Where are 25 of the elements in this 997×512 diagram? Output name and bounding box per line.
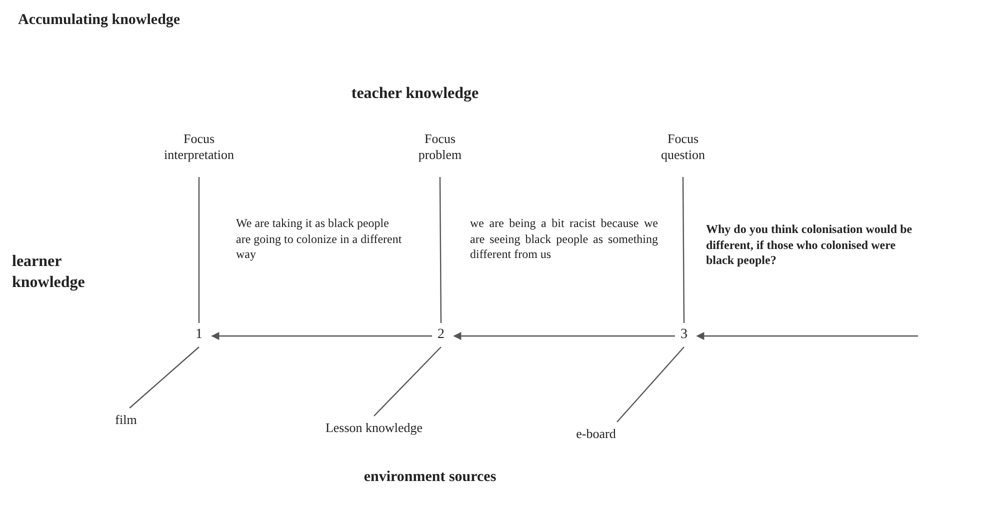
node-label: 1 <box>192 327 206 345</box>
connector-line <box>374 346 442 416</box>
quote-text: We are taking it as black people are going to colonize in a different way <box>236 216 403 263</box>
connector-line <box>439 177 442 323</box>
axis-heading: environment sources <box>362 468 498 487</box>
connector-line <box>682 177 685 323</box>
node-label: Lesson knowledge <box>306 420 442 438</box>
node-label: Focus problem <box>405 131 475 167</box>
node-label: e-board <box>566 426 626 444</box>
node-label: 3 <box>677 327 691 345</box>
arrow <box>211 332 432 340</box>
connector-line <box>129 346 200 408</box>
arrow <box>453 332 675 340</box>
diagram-title: Accumulating knowledge <box>18 12 180 29</box>
connector-line <box>198 177 200 323</box>
node-label: Focus question <box>648 131 718 167</box>
quote-text: we are being a bit racist because we are seeing black people as something different from us <box>470 216 658 263</box>
node-label: film <box>108 412 144 430</box>
node-label: Focus interpretation <box>154 131 244 167</box>
arrow <box>696 332 918 340</box>
quote-text: Why do you think colonisation would be different, if those who colonised were black people? <box>706 222 914 269</box>
node-label: 2 <box>434 327 448 345</box>
axis-heading: learner knowledge <box>12 252 86 293</box>
axis-heading: teacher knowledge <box>350 84 480 104</box>
connector-line <box>616 346 684 422</box>
